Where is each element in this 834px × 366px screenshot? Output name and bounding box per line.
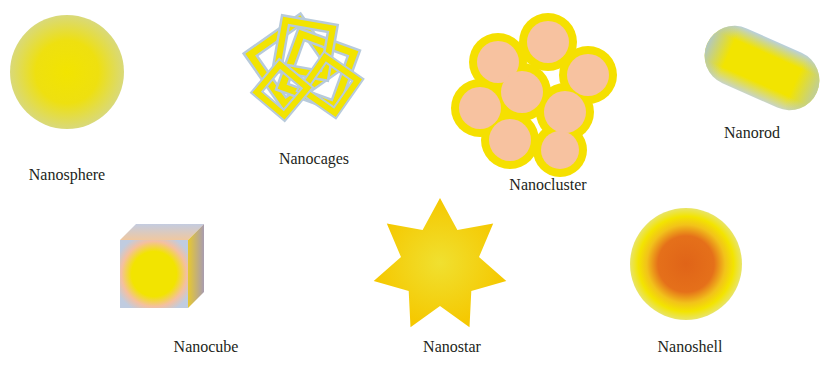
shape-label: Nanorod bbox=[724, 124, 780, 142]
shape-label: Nanocluster bbox=[509, 176, 586, 194]
shape-label: Nanosphere bbox=[29, 166, 105, 184]
shape-label: Nanostar bbox=[423, 338, 481, 356]
shape-label: Nanocages bbox=[279, 150, 349, 168]
shape-label: Nanoshell bbox=[658, 338, 723, 356]
shape-label: Nanocube bbox=[174, 338, 239, 356]
